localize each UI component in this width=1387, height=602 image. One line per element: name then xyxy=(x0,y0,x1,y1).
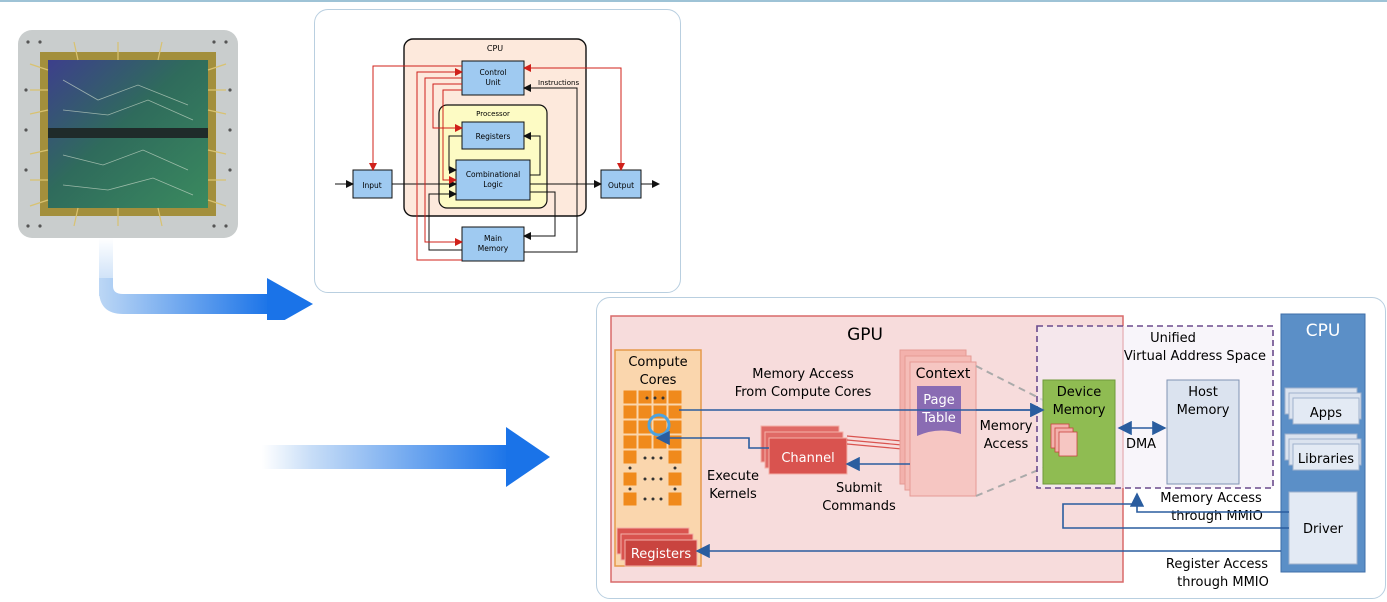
apps-label: Apps xyxy=(1310,406,1342,421)
registers-label: Registers xyxy=(476,132,511,141)
execute-kernels-line-1: Execute xyxy=(707,469,759,484)
submit-commands-line-2: Commands xyxy=(822,499,896,514)
device-memory-line-2: Memory xyxy=(1053,403,1106,418)
driver-box xyxy=(1288,491,1358,565)
memory-access-line-2: Access xyxy=(984,437,1029,452)
mem-access-cores-line-2: From Compute Cores xyxy=(735,385,872,400)
gpu-architecture-card: GPU Compute Cores Registers Me xyxy=(596,297,1386,599)
host-memory-box xyxy=(1166,379,1240,485)
page-table-line-2: Table xyxy=(921,411,956,426)
cpu-title: CPU xyxy=(487,44,503,53)
control-unit-line-1: Control xyxy=(479,68,506,77)
mmio-memory-branch xyxy=(1062,503,1289,529)
main-memory-line-2: Memory xyxy=(478,244,509,253)
processor-title: Processor xyxy=(476,110,510,118)
execute-kernels-line-2: Kernels xyxy=(709,487,757,502)
page-table-shape xyxy=(917,386,961,436)
driver-label: Driver xyxy=(1303,522,1344,537)
input-label: Input xyxy=(362,181,381,190)
cpu-panel-title: CPU xyxy=(1306,321,1341,341)
combinational-logic-line-2: Logic xyxy=(483,180,503,189)
processor-die-photo xyxy=(18,30,238,238)
top-border-line xyxy=(0,0,1387,2)
libraries-label: Libraries xyxy=(1298,452,1354,467)
dma-label: DMA xyxy=(1126,437,1156,452)
mem-access-cores-line-1: Memory Access xyxy=(752,367,854,382)
combinational-logic-line-1: Combinational xyxy=(466,170,520,179)
cpu-block-diagram-card: CPU Control Unit Instructions Processor … xyxy=(314,9,681,293)
compute-cores-line-2: Cores xyxy=(640,373,677,388)
execute-kernels-arrow xyxy=(655,430,769,449)
mmio-memory-access-arrow xyxy=(1129,492,1289,513)
libraries-box xyxy=(1292,443,1360,471)
control-unit-line-2: Unit xyxy=(485,78,500,87)
channel-label: Channel xyxy=(781,451,834,466)
host-memory-line-1: Host xyxy=(1188,385,1218,400)
chip-to-diagram-arrow xyxy=(95,238,315,330)
device-memory-line-1: Device xyxy=(1057,385,1101,400)
gpu-title: GPU xyxy=(847,325,883,345)
mmio-register-line-2: through MMIO xyxy=(1177,575,1269,590)
output-label: Output xyxy=(608,181,634,190)
instructions-label: Instructions xyxy=(538,79,579,87)
submit-commands-line-1: Submit xyxy=(836,481,882,496)
main-memory-box xyxy=(461,226,525,262)
unified-vas-line-1: Unified xyxy=(1150,331,1196,346)
context-label: Context xyxy=(916,366,971,382)
apps-box xyxy=(1292,397,1360,425)
mmio-memory-line-1: Memory Access xyxy=(1160,491,1262,506)
output-box xyxy=(600,169,642,199)
unified-vas-line-2: Virtual Address Space xyxy=(1124,349,1266,364)
page-table-line-1: Page xyxy=(923,393,954,408)
gpu-registers-label: Registers xyxy=(631,547,692,562)
host-memory-line-2: Memory xyxy=(1177,403,1230,418)
mmio-register-line-1: Register Access xyxy=(1166,557,1268,572)
memory-access-line-1: Memory xyxy=(980,419,1033,434)
main-memory-line-1: Main xyxy=(484,234,502,243)
compute-cores-line-1: Compute xyxy=(628,355,687,370)
gpu-registers-box xyxy=(624,539,698,567)
mapped-pages-icon xyxy=(1058,431,1078,457)
channel-box xyxy=(768,437,848,475)
to-gpu-arrow xyxy=(262,425,552,491)
